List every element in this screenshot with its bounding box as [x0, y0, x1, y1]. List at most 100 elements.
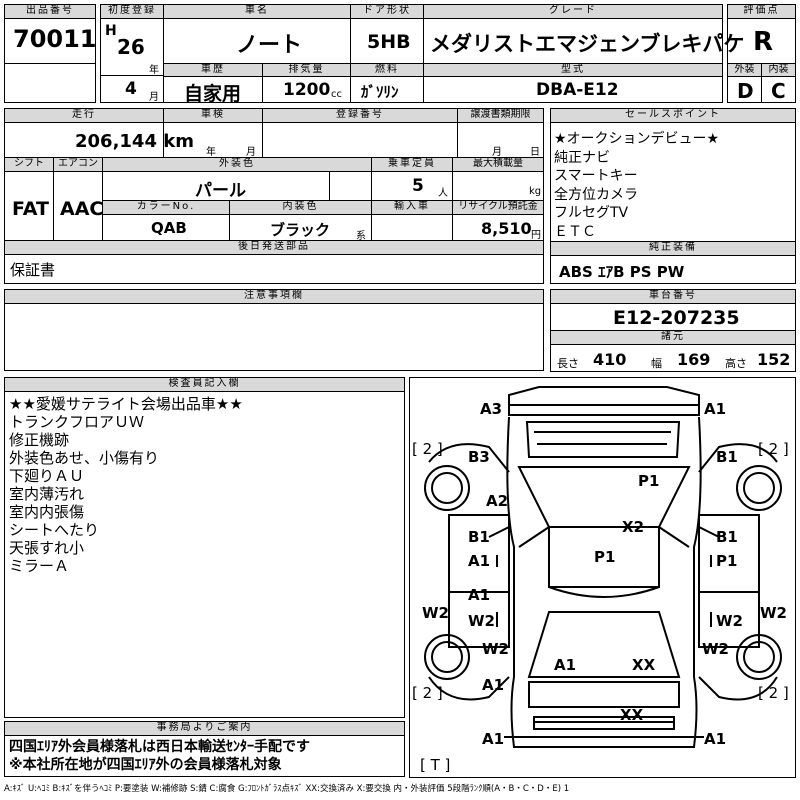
max-load-unit: kg — [529, 186, 542, 197]
damage-mark: W2 — [702, 640, 729, 658]
exterior-value: D — [737, 79, 754, 103]
genuine-equipment-value: ABS ｴｱB PS PW — [559, 263, 685, 281]
capacity-unit: 人 — [438, 188, 448, 199]
office-header: 事務局よりご案内 — [4, 721, 405, 736]
damage-mark: W2 — [760, 604, 787, 622]
damage-mark: A1 — [704, 400, 727, 418]
registration-number-cell — [262, 122, 458, 158]
inspector-line: ★★愛媛サテライト会場出品車★★ — [9, 395, 243, 413]
car-name-cell: ノート — [163, 18, 351, 64]
height-label: 高さ — [725, 357, 747, 370]
inspector-line: 外装色あせ、小傷有り — [9, 449, 160, 467]
max-load-header: 最大積載量 — [452, 157, 544, 172]
chassis-number-value: E12-207235 — [613, 307, 740, 329]
recycle-header: リサイクル預託金 — [452, 200, 544, 215]
registration-era: H — [105, 23, 117, 39]
specs-header: 諸元 — [550, 330, 796, 345]
shift-cell: FAT — [4, 171, 54, 241]
door-type-cell: 5HB — [350, 18, 424, 64]
damage-mark: W2 — [468, 612, 495, 630]
exterior-color-value: パール — [195, 181, 246, 201]
length-label: 長さ — [557, 357, 579, 370]
history-cell: 自家用 — [163, 76, 263, 105]
damage-mark: W2 — [716, 612, 743, 630]
shift-header: シフト — [4, 157, 54, 172]
shift-value: FAT — [12, 198, 49, 220]
damage-mark: B1 — [716, 528, 738, 546]
displacement-value: 1200 — [283, 80, 331, 100]
model-cell: DBA-E12 — [423, 76, 723, 103]
notes-header: 注意事項欄 — [4, 289, 544, 304]
score-value: R — [753, 27, 774, 57]
sales-point: スマートキー — [554, 168, 638, 184]
inspector-cell: ★★愛媛サテライト会場出品車★★ トランクフロアＵＷ 修正機跡 外装色あせ、小傷… — [4, 391, 405, 718]
grade-header: グレード — [423, 4, 723, 19]
damage-mark: W2 — [482, 640, 509, 658]
exterior-header: 外装 — [727, 63, 762, 77]
tire-label-rear-right: [ 2 ] — [758, 684, 789, 702]
genuine-equipment-cell: ABS ｴｱB PS PW — [550, 255, 796, 284]
tire-label-front-right: [ 2 ] — [758, 440, 789, 458]
transfer-deadline-cell: 月 日 — [457, 122, 544, 158]
damage-mark: B1 — [716, 448, 738, 466]
length-value: 410 — [593, 350, 627, 369]
damage-mark: A1 — [482, 676, 505, 694]
fuel-value: ｶﾞｿﾘﾝ — [361, 83, 399, 101]
lot-blank-cell — [4, 63, 96, 103]
damage-mark: P1 — [638, 472, 660, 490]
inspector-line: トランクフロアＵＷ — [9, 413, 145, 431]
exterior-color-cell: パール — [102, 171, 330, 201]
interior-color-value: ブラック — [270, 221, 331, 239]
inspector-line: 室内薄汚れ — [9, 485, 85, 503]
displacement-header: 排気量 — [262, 63, 351, 77]
inspector-header: 検査員記入欄 — [4, 377, 405, 392]
damage-mark: XX — [632, 656, 656, 674]
inspector-line: 下廻りＡＵ — [9, 467, 85, 485]
damage-mark: B1 — [468, 528, 490, 546]
inspector-line: シートへたり — [9, 521, 100, 539]
car-outline-diagram — [424, 386, 782, 748]
transfer-day-unit: 日 — [530, 147, 540, 158]
sales-point: 全方位カメラ — [554, 186, 638, 203]
interior-cell: C — [761, 76, 796, 103]
aircon-header: エアコン — [53, 157, 103, 172]
inspector-line: 天張すれ小 — [9, 539, 85, 557]
displacement-unit: cc — [331, 89, 342, 100]
damage-mark: P1 — [716, 552, 738, 570]
width-label: 幅 — [651, 357, 662, 370]
sales-points-list: ★オークションデビュー★ 純正ナビ スマートキー 全方位カメラ フルセグTV Ｅ… — [554, 130, 719, 241]
width-value: 169 — [677, 350, 711, 369]
inspector-line: ミラーＡ — [9, 557, 70, 575]
first-registration-year-cell: H 26 年 — [100, 18, 164, 76]
inspection-year-unit: 年 — [206, 147, 216, 158]
mileage-value: 206,144 km — [75, 131, 194, 152]
notes-cell — [4, 303, 544, 371]
interior-color-unit: 系 — [356, 231, 366, 242]
office-line: 四国ｴﾘｱ外会員様落札は西日本輸送ｾﾝﾀｰ手配です — [9, 739, 310, 755]
inspector-notes: ★★愛媛サテライト会場出品車★★ トランクフロアＵＷ 修正機跡 外装色あせ、小傷… — [9, 395, 243, 575]
interior-color-header: 内装色 — [229, 200, 372, 215]
legend: A:ｷｽﾞ U:ﾍｺﾐ B:ｷｽﾞを伴うﾍｺﾐ P:要塗装 W:補修跡 S:錆 … — [4, 784, 570, 794]
later-parts-cell: 保証書 — [4, 254, 544, 284]
office-cell: 四国ｴﾘｱ外会員様落札は西日本輸送ｾﾝﾀｰ手配です ※本社所在地が四国ｴﾘｱ外の… — [4, 735, 405, 777]
model-value: DBA-E12 — [536, 80, 619, 100]
damage-mark: A3 — [480, 400, 503, 418]
interior-header: 内装 — [761, 63, 796, 77]
damage-mark: A1 — [482, 730, 505, 748]
damage-mark: W2 — [422, 604, 449, 622]
color-number-cell: QAB — [102, 214, 230, 241]
mileage-cell: 206,144 km — [4, 122, 194, 158]
spare-tire-label: [ T ] — [420, 756, 451, 774]
office-notes: 四国ｴﾘｱ外会員様落札は西日本輸送ｾﾝﾀｰ手配です ※本社所在地が四国ｴﾘｱ外の… — [9, 738, 310, 774]
specs-cell: 長さ 410 幅 169 高さ 152 — [550, 344, 796, 372]
tire-label-rear-left: [ 2 ] — [412, 684, 443, 702]
first-registration-header: 初度登録 — [100, 4, 164, 19]
exterior-cell: D — [727, 76, 762, 103]
damage-mark: B3 — [468, 448, 490, 466]
office-line: ※本社所在地が四国ｴﾘｱ外の会員様落札対象 — [9, 757, 282, 773]
inspection-month-unit: 月 — [246, 147, 256, 158]
height-value: 152 — [757, 350, 791, 369]
damage-mark: A1 — [554, 656, 577, 674]
tire-label-front-left: [ 2 ] — [412, 440, 443, 458]
sales-point: フルセグTV — [554, 205, 629, 221]
